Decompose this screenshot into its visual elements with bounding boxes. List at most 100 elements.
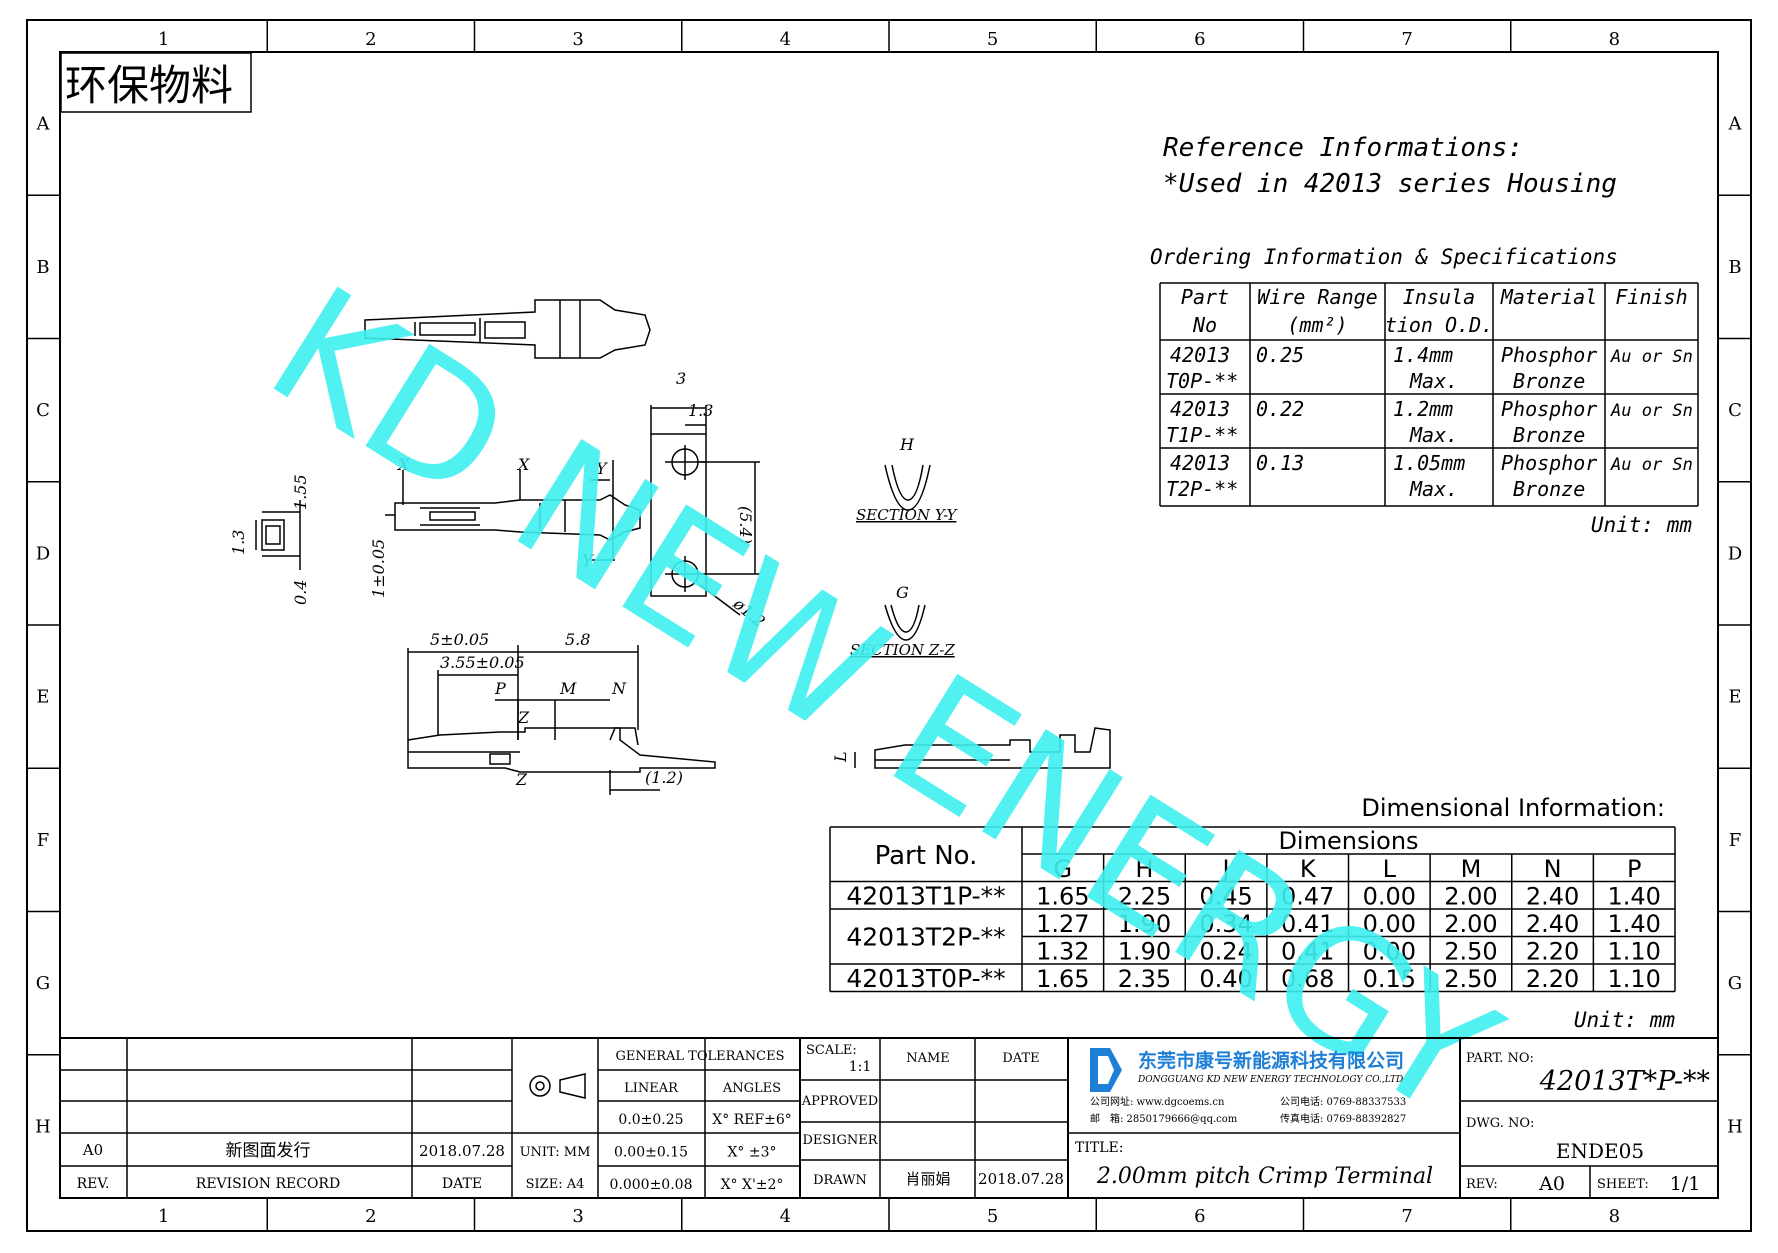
dim-part-no: 42013T2P-** [846,923,1005,952]
dim-value: 1.90 [1118,910,1171,938]
dim-col-P: P [1627,855,1641,883]
dim-value: 1.40 [1607,910,1660,938]
section-yy-label: SECTION Y-Y [856,506,958,524]
dim-1-3-end: 1.3 [229,530,248,555]
reference-line-2: *Used in 42013 series Housing [1163,169,1617,199]
grid-col-bottom-1: 1 [158,1206,169,1227]
angles-label: ANGLES [722,1081,781,1096]
ordering-header: Finish [1615,285,1687,309]
dim-p: P [494,679,506,698]
grid-col-top-2: 2 [365,29,376,50]
dim-dimensions-header: Dimensions [1278,827,1418,855]
dim-value: 0.00 [1363,910,1416,938]
ordering-header-sub: No [1192,313,1217,337]
grid-col-bottom-6: 6 [1194,1206,1205,1227]
dim-1-55: 1.55 [291,474,310,510]
general-tolerances-label: GENERAL TOLERANCES [615,1049,784,1064]
dim-value: 0.00 [1363,883,1416,911]
grid-row-left-C: C [36,400,50,421]
section-zz-inner [890,604,920,633]
ordering-part-suffix: T1P-** [1166,423,1238,447]
dim-value: 2.20 [1526,965,1579,993]
section-yy-inner [891,464,924,501]
dwg-no-value: ENDE05 [1556,1139,1644,1163]
grid-col-top-6: 6 [1194,29,1205,50]
reference-line-1: Reference Informations: [1163,133,1523,163]
dim-col-L: L [1383,855,1397,883]
terminal-bottom-view [407,645,716,795]
drawing-title: 2.00mm pitch Crimp Terminal [1096,1164,1433,1189]
rev-record-value: 新图面发行 [226,1141,311,1161]
ordering-wire-range: 0.13 [1256,451,1304,475]
grid-col-bottom-8: 8 [1609,1206,1620,1227]
ordering-title: Ordering Information & Specifications [1150,245,1618,269]
section-y-bottom: Y [582,551,594,570]
approved-label: APPROVED [801,1094,878,1109]
tolerance-linear-value: 0.000±0.08 [610,1177,693,1193]
ordering-material-2: Bronze [1513,423,1585,447]
dim-value: 0.34 [1199,910,1252,938]
dim-value: 2.50 [1444,938,1497,966]
dim-value: 1.10 [1607,965,1660,993]
dim-col-K: K [1300,855,1317,883]
tolerance-angle-value: X° ±3° [727,1145,776,1161]
ordering-part-no: 42013 [1170,397,1230,421]
dim-value: 0.41 [1281,938,1334,966]
projection-symbol-inner-icon [535,1081,545,1091]
dim-value: 0.40 [1199,965,1252,993]
company-name-en: DONGGUANG KD NEW ENERGY TECHNOLOGY CO.,L… [1137,1075,1403,1085]
dim-5: 5±0.05 [430,630,489,649]
dim-value: 1.90 [1118,938,1171,966]
dim-5-8: 5.8 [565,630,590,649]
ordering-header-sub: tion O.D. [1385,313,1493,337]
grid-col-top-8: 8 [1609,29,1620,50]
ordering-unit: Unit: mm [1591,513,1693,537]
dim-value: 0.15 [1363,965,1416,993]
ordering-header: Material [1500,285,1597,309]
ordering-insulation-max: Max. [1409,423,1458,447]
ordering-insulation-max: Max. [1409,369,1458,393]
dim-value: 0.47 [1281,883,1334,911]
company-fax: 传真电话: 0769-88392827 [1280,1112,1406,1125]
dimensional-unit: Unit: mm [1574,1008,1676,1032]
part-no-value: 42013T*P-** [1539,1066,1711,1097]
grid-col-top-4: 4 [780,29,791,50]
rev-no-value: A0 [1538,1173,1565,1195]
dim-part-no: 42013T1P-** [846,881,1005,910]
eco-stamp-text: 环保物料 [65,61,233,110]
drawn-label: DRAWN [813,1173,867,1188]
ordering-part-suffix: T2P-** [1166,477,1238,501]
dim-value: 1.27 [1036,910,1089,938]
ordering-material-2: Bronze [1513,369,1585,393]
ordering-header: Insula [1403,285,1475,309]
section-zz-label: SECTION Z-Z [850,641,955,659]
scale-value: 1:1 [849,1059,872,1075]
designer-label: DESIGNER [803,1133,879,1148]
section-x-left: X [396,455,410,474]
section-zz-profile [884,604,926,641]
terminal-drawing [255,299,1111,795]
dim-value: 2.35 [1118,965,1171,993]
ordering-part-no: 42013 [1170,451,1230,475]
section-yy-profile [884,464,931,511]
grid-row-left-E: E [36,687,49,708]
title-label: TITLE: [1075,1140,1123,1156]
terminal-end-view [255,500,301,570]
ordering-part-no: 42013 [1170,343,1230,367]
terminal-side-view [385,460,641,561]
dim-l: L [831,751,850,763]
ordering-finish: Au or Sn [1610,455,1693,475]
drawn-name: 肖丽娟 [905,1170,950,1188]
rev-no-label: REV: [1466,1177,1498,1192]
dim-value: 0.45 [1199,883,1252,911]
dim-value: 2.00 [1444,910,1497,938]
tolerance-linear-value: 0.0±0.25 [618,1112,683,1128]
tolerance-linear-value: 0.00±0.15 [614,1145,688,1161]
grid-row-left-H: H [35,1116,51,1137]
sheet-value: 1/1 [1670,1173,1701,1195]
section-z-bottom: Z [515,770,528,789]
company-name-cn: 东莞市康号新能源科技有限公司 [1138,1049,1404,1072]
dim-col-G: G [1054,855,1073,883]
dim-value: 2.40 [1526,910,1579,938]
